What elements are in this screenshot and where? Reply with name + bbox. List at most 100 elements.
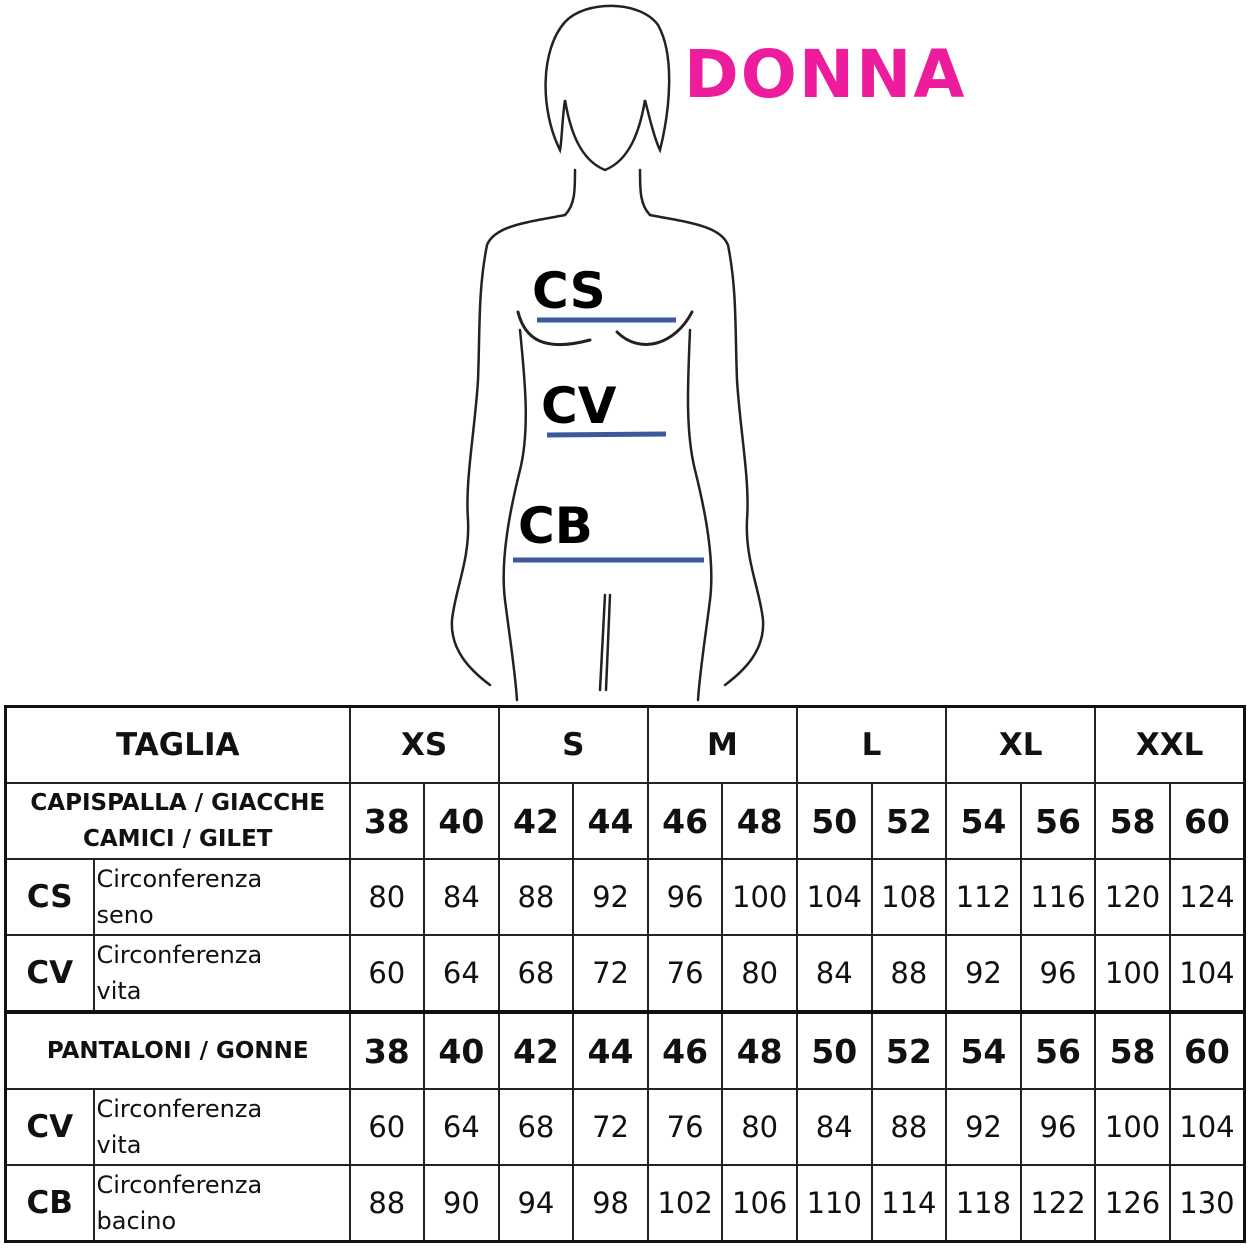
measure-value: 96 [1019, 1088, 1097, 1166]
measure-value: 64 [423, 1088, 500, 1166]
label-cv: CV [541, 377, 617, 435]
size-number: 52 [870, 1010, 948, 1090]
description-line: Circonferenza [96, 1171, 263, 1199]
size-number: 58 [1094, 782, 1171, 860]
size-group: XL [945, 705, 1097, 784]
description-line: Circonferenza [96, 865, 263, 893]
measure-value: 122 [1019, 1164, 1097, 1243]
section2-category: PANTALONI / GONNE [4, 1010, 351, 1090]
measure-value: 124 [1168, 858, 1246, 936]
measure-value: 92 [572, 858, 649, 936]
measure-value: 92 [945, 1088, 1022, 1166]
measure-value: 90 [423, 1164, 500, 1243]
size-number: 50 [795, 782, 873, 860]
measure-value: 98 [572, 1164, 649, 1243]
measure-value: 106 [721, 1164, 798, 1243]
measure-value: 104 [1168, 934, 1246, 1013]
measure-value: 110 [795, 1164, 873, 1243]
measure-value: 88 [497, 858, 575, 936]
size-group: S [497, 705, 649, 784]
measure-value: 100 [1094, 934, 1171, 1013]
measure-value: 80 [348, 858, 426, 936]
measure-value: 118 [945, 1164, 1022, 1243]
size-group: XXL [1094, 705, 1246, 784]
measure-value: 130 [1168, 1164, 1246, 1243]
category-line: CAPISPALLA / GIACCHE [30, 790, 326, 816]
measure-value: 126 [1094, 1164, 1171, 1243]
measure-value: 96 [646, 858, 724, 936]
measure-value: 104 [795, 858, 873, 936]
size-table: TAGLIA XS S M L XL XXL CAPISPALLA / GIAC… [4, 705, 1246, 1243]
measure-value: 104 [1168, 1088, 1246, 1166]
size-number: 58 [1094, 1010, 1171, 1090]
measure-value: 60 [348, 1088, 426, 1166]
size-number: 54 [945, 782, 1022, 860]
measure-value: 84 [795, 934, 873, 1013]
measure-value: 120 [1094, 858, 1171, 936]
taglia-header: TAGLIA [4, 705, 351, 784]
size-number: 60 [1168, 1010, 1246, 1090]
measure-value: 80 [721, 1088, 798, 1166]
description-line: vita [96, 1131, 142, 1159]
measure-value: 108 [870, 858, 948, 936]
size-number: 52 [870, 782, 948, 860]
size-number: 48 [721, 1010, 798, 1090]
measure-value: 88 [870, 1088, 948, 1166]
measure-value: 114 [870, 1164, 948, 1243]
measure-value: 72 [572, 1088, 649, 1166]
label-cs: CS [532, 262, 606, 320]
measure-value: 68 [497, 934, 575, 1013]
measure-value: 76 [646, 934, 724, 1013]
size-number: 44 [572, 1010, 649, 1090]
measure-value: 60 [348, 934, 426, 1013]
measure-code: CS [4, 858, 95, 936]
measure-code: CB [4, 1164, 95, 1243]
size-group: XS [348, 705, 500, 784]
size-number: 50 [795, 1010, 873, 1090]
size-number: 56 [1019, 1010, 1097, 1090]
measure-value: 100 [1094, 1088, 1171, 1166]
measure-value: 68 [497, 1088, 575, 1166]
size-number: 40 [423, 782, 500, 860]
size-number: 46 [646, 1010, 724, 1090]
measure-value: 88 [348, 1164, 426, 1243]
page-title: DONNA [684, 36, 967, 113]
measure-value: 64 [423, 934, 500, 1013]
size-group: L [795, 705, 948, 784]
measure-value: 94 [497, 1164, 575, 1243]
size-number: 42 [497, 782, 575, 860]
measure-value: 84 [423, 858, 500, 936]
description-line: bacino [96, 1207, 177, 1235]
size-number: 56 [1019, 782, 1097, 860]
size-group: M [646, 705, 798, 784]
measure-value: 116 [1019, 858, 1097, 936]
size-number: 54 [945, 1010, 1022, 1090]
measure-value: 76 [646, 1088, 724, 1166]
measure-value: 96 [1019, 934, 1097, 1013]
measure-description: Circonferenza seno [92, 858, 351, 936]
size-number: 38 [348, 1010, 426, 1090]
measure-value: 102 [646, 1164, 724, 1243]
measure-code: CV [4, 1088, 95, 1166]
table-header-row: TAGLIA XS S M L XL XXL [4, 705, 1246, 784]
measure-value: 92 [945, 934, 1022, 1013]
measure-value: 84 [795, 1088, 873, 1166]
measure-value: 72 [572, 934, 649, 1013]
size-number: 46 [646, 782, 724, 860]
description-line: seno [96, 901, 154, 929]
size-number: 48 [721, 782, 798, 860]
measure-value: 80 [721, 934, 798, 1013]
measure-value: 112 [945, 858, 1022, 936]
description-line: Circonferenza [96, 1095, 263, 1123]
measure-code: CV [4, 934, 95, 1013]
measure-value: 88 [870, 934, 948, 1013]
woman-silhouette-figure [450, 4, 765, 702]
